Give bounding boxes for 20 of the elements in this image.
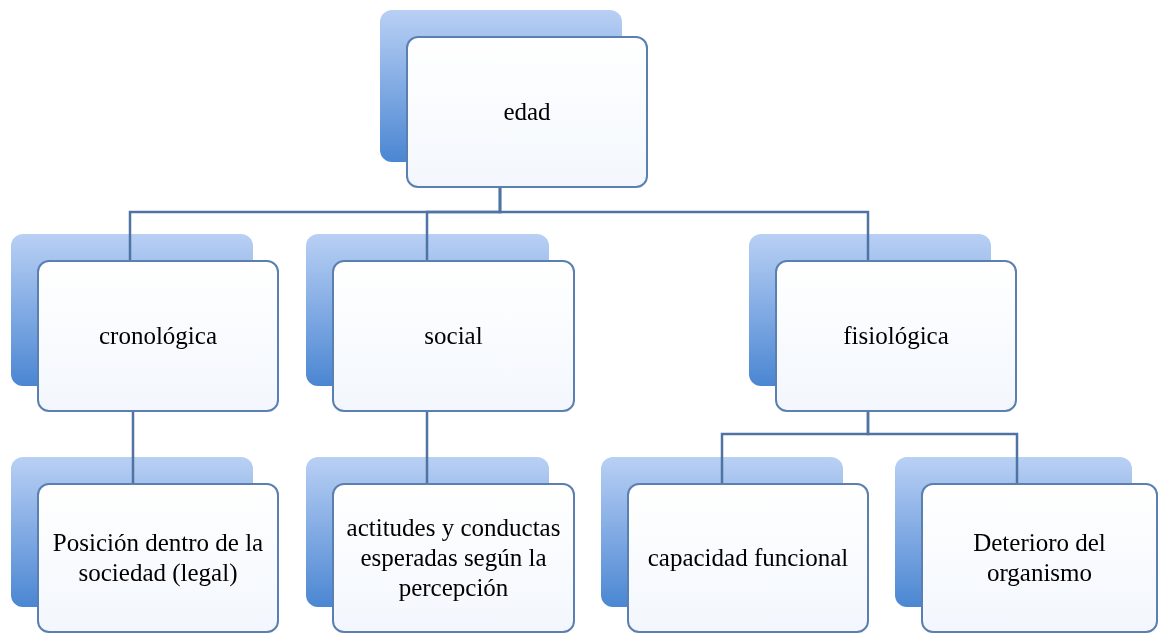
node-label: cronológica [99, 321, 217, 351]
node-label: fisiológica [843, 321, 949, 351]
connector-line [498, 188, 870, 260]
concept-box [775, 260, 1017, 412]
concept-box [406, 36, 648, 188]
node-label: edad [503, 97, 551, 127]
node-label: Posición dentro de la sociedad (legal) [51, 528, 265, 588]
concept-box [37, 260, 279, 412]
concept-box [332, 260, 575, 412]
connector-line [131, 412, 135, 483]
connector-line [866, 412, 1019, 483]
node-label: social [424, 321, 483, 351]
concept-box [627, 483, 869, 633]
node-label: actitudes y conductas esperadas según la percepción [346, 513, 561, 603]
concept-box [921, 483, 1158, 633]
node-label: Deterioro del organismo [972, 528, 1107, 588]
node-label: capacidad funcional [647, 543, 849, 573]
connector-line [425, 412, 429, 483]
concept-box [332, 483, 575, 633]
concept-box [37, 483, 279, 633]
